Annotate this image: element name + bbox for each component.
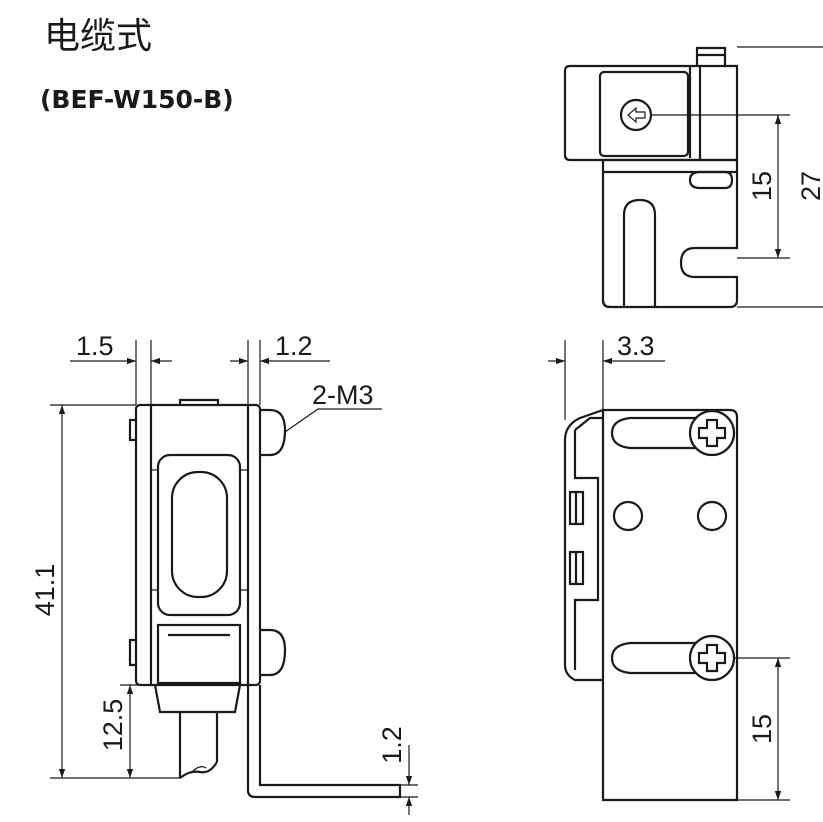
model-number: (BEF-W150-B) bbox=[40, 85, 234, 114]
dim-41-1: 41.1 bbox=[30, 564, 60, 617]
dim-3-3: 3.3 bbox=[617, 331, 655, 361]
dim-12-5: 12.5 bbox=[98, 699, 128, 752]
dim-15-top: 15 bbox=[747, 171, 777, 201]
dim-15-bottom: 15 bbox=[747, 714, 777, 744]
screw-label: 2-M3 bbox=[312, 380, 374, 410]
front-view: 1.5 1.2 2-M3 bbox=[30, 331, 418, 815]
dim-1-2-bottom: 1.2 bbox=[377, 726, 407, 764]
page-title: 电缆式 bbox=[44, 16, 152, 57]
dim-27: 27 bbox=[796, 171, 823, 201]
side-view: 3.3 15 bbox=[548, 331, 790, 802]
dim-1-5: 1.5 bbox=[76, 331, 114, 361]
dim-1-2-top: 1.2 bbox=[275, 331, 313, 361]
top-view: 15 27 bbox=[563, 46, 823, 309]
